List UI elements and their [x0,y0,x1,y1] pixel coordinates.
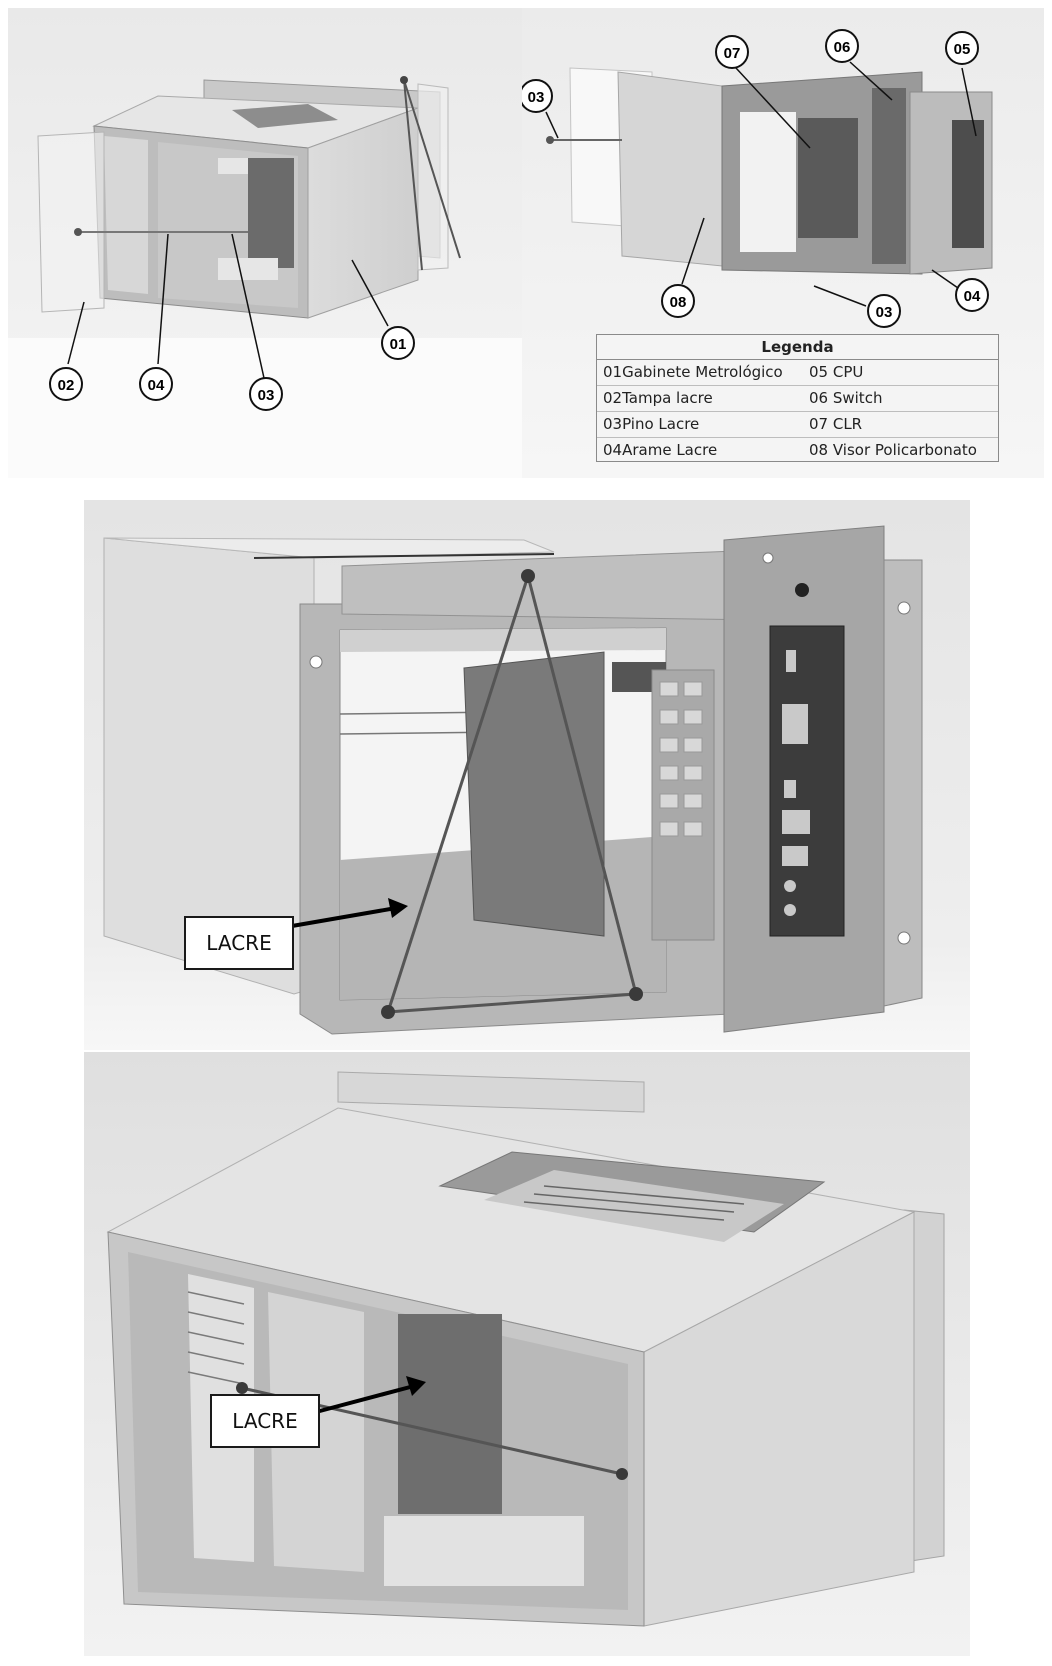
callout-03-label: 03 [258,387,275,404]
legend-item-04: 04Arame Lacre [603,441,718,459]
legend-item-05: 05 CPU [809,363,864,381]
legend-item-06: 06 Switch [809,389,883,407]
lacre-label-middle: LACRE [184,916,294,970]
callout-r06-label: 06 [834,39,851,56]
legend-item-01: 01Gabinete Metrológico [603,363,783,381]
lacre-label-bottom: LACRE [210,1394,320,1448]
legend-row: 03Pino Lacre 07 CLR [597,412,998,438]
legend-item-02: 02Tampa lacre [603,389,713,407]
seal-pin-left [381,1005,395,1019]
middle-render [84,500,970,1050]
callout-r07-label: 07 [724,45,741,62]
callout-02-label: 02 [58,377,75,394]
callout-r03b-label: 03 [876,304,893,321]
lacre-label-middle-text: LACRE [206,931,272,955]
callout-04-label: 04 [148,377,165,394]
callout-r08-label: 08 [670,294,687,311]
callout-r04-label: 04 [964,288,981,305]
callout-r03a: 03 [522,79,553,113]
seal-wire [386,575,638,1014]
seal-pin-right [616,1468,628,1480]
legend-item-07: 07 CLR [809,415,863,433]
seal-pin-top [521,569,535,583]
seal-pin-left [236,1382,248,1394]
cabinet-side [307,107,419,319]
legend-row: 04Arame Lacre 08 Visor Policarbonato [597,438,998,463]
callout-03: 03 [249,377,283,411]
legend-row: 01Gabinete Metrológico 05 CPU [597,360,998,386]
callout-04: 04 [139,367,173,401]
callout-01-label: 01 [390,336,407,353]
bottom-render [84,1052,970,1656]
top-left-render: 01 02 04 03 [8,8,522,478]
cpu-io-plate [769,625,845,937]
clr-board [398,1314,502,1514]
callout-02: 02 [49,367,83,401]
legend-item-08: 08 Visor Policarbonato [809,441,977,459]
cabinet-side-wall [617,71,723,267]
clr-board [463,651,605,937]
seal-pin-right [629,987,643,1001]
callout-r03a-label: 03 [528,89,545,106]
callout-r03b: 03 [867,294,901,328]
legend-title: Legenda [597,335,998,360]
legend-table: Legenda 01Gabinete Metrológico 05 CPU 02… [596,334,999,462]
callout-01: 01 [381,326,415,360]
callout-r07: 07 [715,35,749,69]
legend-item-03: 03Pino Lacre [603,415,700,433]
callout-r05: 05 [945,31,979,65]
seal-cover [37,131,105,313]
callout-r04: 04 [955,278,989,312]
callout-r08: 08 [661,284,695,318]
callout-r06: 06 [825,29,859,63]
lacre-label-bottom-text: LACRE [232,1409,298,1433]
legend-row: 02Tampa lacre 06 Switch [597,386,998,412]
callout-r05-label: 05 [954,41,971,58]
